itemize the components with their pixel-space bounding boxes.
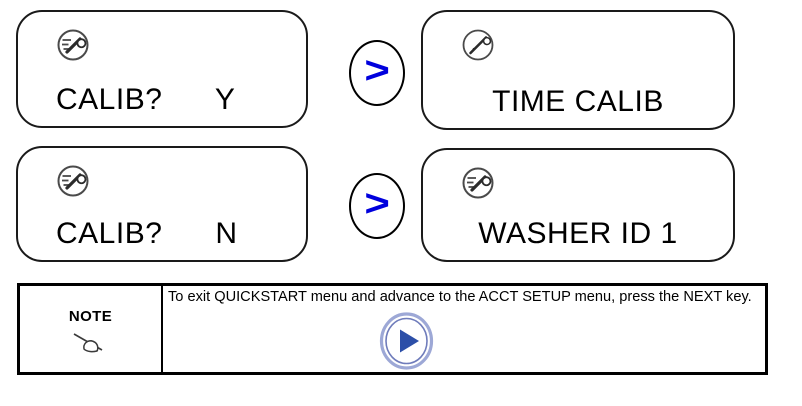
lcd-panel-text: CALIB? Y <box>56 83 236 116</box>
calibration-probe-icon <box>461 28 495 62</box>
chevron-right-icon: > <box>364 50 390 92</box>
note-label-cell: NOTE <box>20 286 163 372</box>
connector-next-arrow-row-2[interactable]: > <box>349 173 405 239</box>
play-next-key-icon[interactable] <box>379 311 434 371</box>
note-label: NOTE <box>68 307 113 325</box>
lcd-panel-calib-y: CALIB? Y <box>16 10 308 128</box>
pointing-hand-icon <box>72 331 110 355</box>
lcd-panel-text: TIME CALIB <box>492 85 664 118</box>
calibration-gauge-icon <box>56 164 90 198</box>
lcd-panel-text: CALIB? N <box>56 217 238 250</box>
chevron-right-icon: > <box>364 183 390 225</box>
calibration-gauge-icon <box>56 28 90 62</box>
note-callout-box: NOTE To exit QUICKSTART menu and advance… <box>17 283 768 375</box>
lcd-panel-calib-n: CALIB? N <box>16 146 308 262</box>
connector-next-arrow-row-1[interactable]: > <box>349 40 405 106</box>
note-body-text: To exit QUICKSTART menu and advance to t… <box>168 289 752 305</box>
calibration-gauge-icon <box>461 166 495 200</box>
lcd-panel-washer-id: WASHER ID 1 <box>421 148 735 262</box>
lcd-panel-text: WASHER ID 1 <box>478 217 678 250</box>
note-body-cell: To exit QUICKSTART menu and advance to t… <box>163 286 769 372</box>
lcd-panel-time-calib: TIME CALIB <box>421 10 735 130</box>
